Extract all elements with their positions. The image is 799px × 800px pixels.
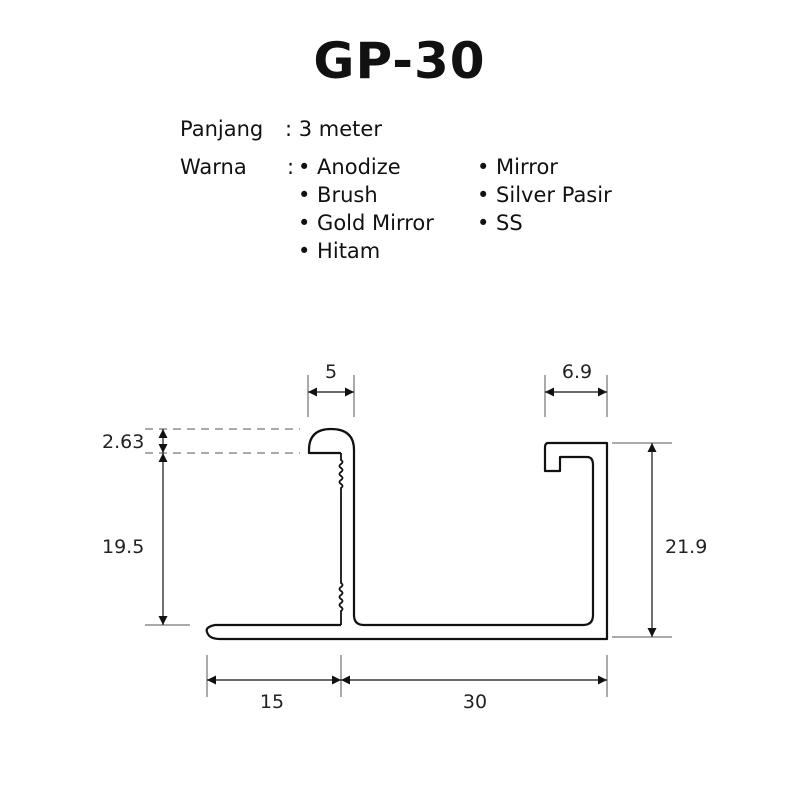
color-option: • Silver Pasir: [477, 183, 612, 207]
extension-lines: [145, 375, 672, 697]
hook-width-label: 6.9: [562, 361, 592, 383]
serration-line: [338, 453, 344, 625]
color-option: • Gold Mirror: [298, 211, 434, 235]
color-option: • SS: [477, 211, 523, 235]
flange-width-label: 15: [260, 691, 284, 713]
color-option: • Anodize: [298, 155, 401, 179]
color-separator: :: [287, 155, 295, 179]
lip-width-label: 5: [325, 361, 337, 383]
right-height-label: 21.9: [665, 536, 707, 558]
channel-width-label: 30: [463, 691, 487, 713]
product-title: GP-30: [313, 32, 486, 90]
lip-height-label: 2.63: [102, 431, 144, 453]
color-option: • Hitam: [298, 239, 381, 263]
profile-outline: [205, 427, 609, 641]
length-label: Panjang: [180, 117, 264, 141]
color-label: Warna: [180, 155, 247, 179]
left-height-label: 19.5: [102, 536, 144, 558]
dimension-arrows: [158, 387, 657, 685]
length-value: : 3 meter: [285, 117, 382, 141]
color-option: • Mirror: [477, 155, 558, 179]
color-option: • Brush: [298, 183, 378, 207]
